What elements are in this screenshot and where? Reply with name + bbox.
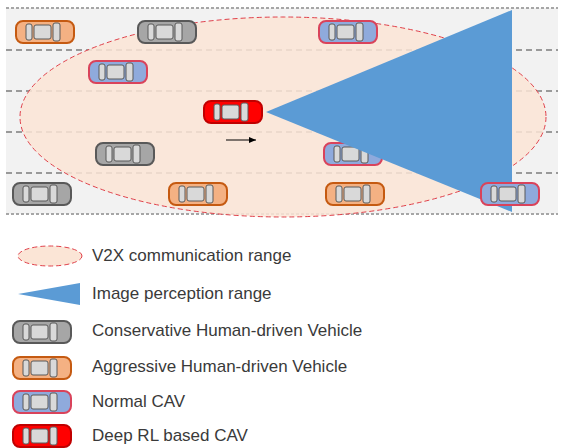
conservative-car (138, 21, 196, 43)
aggressive-car (16, 21, 74, 43)
legend-car (13, 357, 71, 379)
road-edge (6, 7, 558, 9)
normal-cav (89, 61, 147, 83)
perception-cone (266, 10, 512, 212)
legend-car (13, 391, 71, 413)
legend-label: Normal CAV (92, 392, 185, 412)
conservative-car (96, 143, 154, 165)
direction-arrow (226, 140, 256, 141)
legend-label: Conservative Human-driven Vehicle (92, 321, 362, 341)
aggressive-car (326, 183, 384, 205)
rl-cav (204, 101, 262, 123)
legend-label: Image perception range (92, 284, 272, 304)
legend-label: Deep RL based CAV (92, 426, 248, 446)
legend-ellipse (18, 246, 82, 266)
legend-car (13, 425, 71, 447)
normal-cav (481, 183, 539, 205)
legend-label: Aggressive Human-driven Vehicle (92, 357, 347, 377)
legend-label: V2X communication range (92, 246, 291, 266)
normal-cav (319, 21, 377, 43)
aggressive-car (169, 183, 227, 205)
legend-car (13, 321, 71, 343)
legend-cone (18, 283, 80, 305)
conservative-car (13, 183, 71, 205)
